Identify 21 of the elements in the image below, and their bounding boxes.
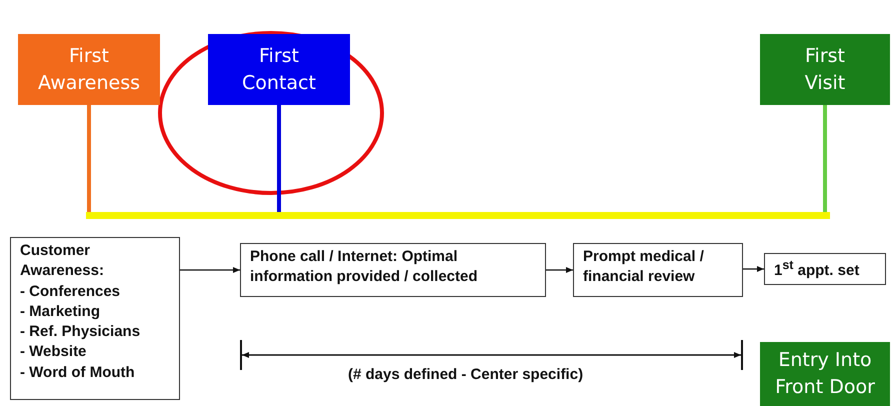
arrow — [546, 267, 573, 273]
list-heading: Customer Awareness: — [20, 241, 105, 282]
milestone-box: First Contact — [208, 34, 350, 105]
list-item: - Conferences — [20, 282, 122, 302]
milestone-box: First Awareness — [18, 34, 160, 105]
list-item: - Website — [20, 342, 88, 362]
process-box: 1$^{st}$ appt. set — [764, 253, 886, 285]
milestone-box: First Visit — [760, 34, 890, 105]
list-item: - Word of Mouth — [20, 362, 136, 382]
timeline-bar — [86, 212, 830, 219]
process-box — [10, 237, 180, 400]
connector-line — [87, 105, 91, 212]
arrow — [743, 266, 764, 272]
list-item: - Marketing — [20, 302, 102, 322]
dimension-label: (# days defined - Center specific) — [348, 366, 584, 383]
milestone-box: Entry Into Front Door — [760, 342, 890, 406]
process-box: Prompt medical / financial review — [573, 243, 743, 297]
arrow — [180, 267, 240, 273]
connector-line — [823, 105, 827, 212]
process-box: Phone call / Internet: Optimal information provided / collected — [240, 243, 546, 297]
list-item: - Ref. Physicians — [20, 322, 142, 342]
